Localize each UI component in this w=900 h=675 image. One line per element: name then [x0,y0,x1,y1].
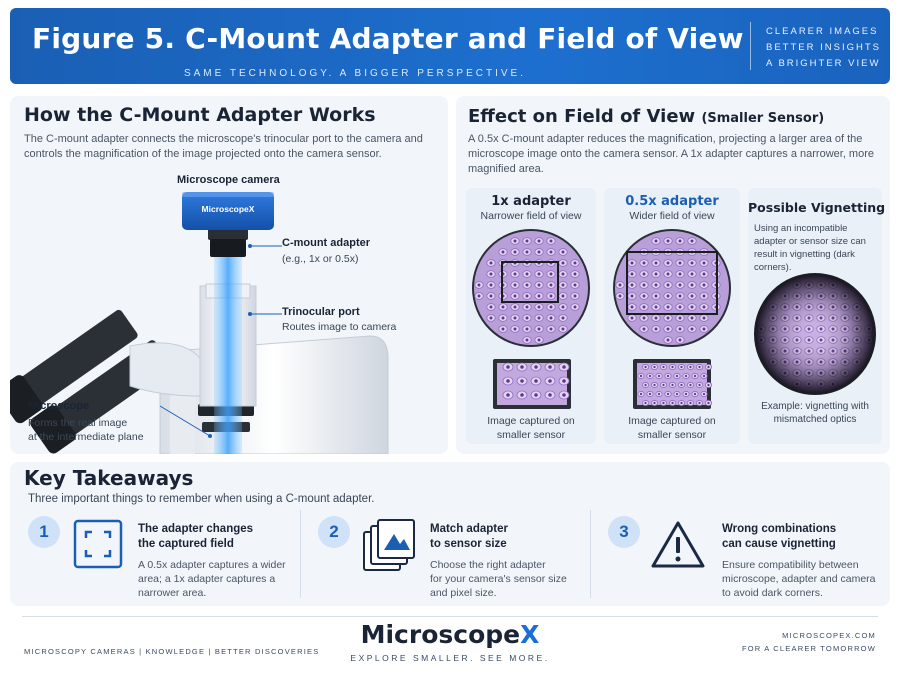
takeaway-1-title-2: the captured field [138,538,234,550]
takeaway-3-number: 3 [608,516,640,548]
adapter-desc: (e.g., 1x or 0.5x) [282,253,359,265]
takeaway-3-title-1: Wrong combinations [722,523,837,535]
sensor-image-05x [633,359,712,409]
page-subtitle: SAME TECHNOLOGY. A BIGGER PERSPECTIVE. [183,68,527,79]
microscope-desc-2: at the intermediate plane [28,431,144,443]
takeaway-2-body-2: for your camera's sensor size [430,573,567,585]
card-05x-adapter: 0.5x adapter Wider field of view Image c… [604,188,740,444]
fov-description: A 0.5x C-mount adapter reduces the magni… [468,133,874,175]
takeaway-3-body-2: microscope, adapter and camera [722,573,876,585]
footer-divider [22,616,878,617]
card-05x-caption-1: Image captured on [628,415,716,427]
header-tag-3: A BRIGHTER VIEW [766,58,881,69]
cells-sensor-1x [502,362,570,400]
sensor-image-1x [493,359,571,409]
footer-logo-main: Microscope [360,620,521,649]
takeaways-intro: Three important things to remember when … [28,493,375,505]
takeaway-1-title-1: The adapter changes [138,523,254,535]
vignetting-caption-1: Example: vignetting with [761,401,869,412]
card-05x-caption-2: smaller sensor [637,429,707,441]
page-title: Figure 5. C-Mount Adapter and Field of V… [32,22,744,55]
port-label: Trinocular port [282,306,360,318]
fov-heading: Effect on Field of View (Smaller Sensor) [468,106,824,127]
how-it-works-heading: How the C-Mount Adapter Works [24,104,376,126]
microscope-illustration [10,192,389,454]
card-05x-subtitle: Wider field of view [629,210,715,222]
takeaway-3-body-3: to avoid dark corners. [722,587,823,599]
footer-tagline: EXPLORE SMALLER. SEE MORE. [350,653,550,663]
takeaway-1-body-1: A 0.5x adapter captures a wider [138,559,286,571]
header-tag-1: CLEARER IMAGES [766,26,879,37]
camera-brand: MicroscopeX [201,204,255,214]
microscope-desc-1: Forms the real image [28,417,128,429]
stacked-images-icon [363,519,415,571]
takeaway-2-number: 2 [318,516,350,548]
takeaway-3-body-1: Ensure compatibility between [722,559,859,571]
key-takeaways-panel: Key Takeaways Three important things to … [10,462,890,606]
takeaway-2-title-2: to sensor size [430,538,507,550]
footer-url[interactable]: MICROSCOPEX.COM [782,631,876,640]
header-divider [750,22,751,70]
vignetting-desc: Using an incompatible adapter or sensor … [754,223,866,273]
card-1x-caption-2: smaller sensor [496,429,566,441]
header-banner: Figure 5. C-Mount Adapter and Field of V… [10,8,890,84]
takeaway-divider-2 [590,510,591,598]
microscope-label: Microscope [28,400,90,412]
card-1x-title: 1x adapter [491,194,571,209]
vignetting-image [754,273,876,395]
takeaway-2-body-3: and pixel size. [430,587,497,599]
footer-categories: MICROSCOPY CAMERAS | KNOWLEDGE | BETTER … [24,647,320,656]
takeaways-heading: Key Takeaways [24,466,194,490]
card-1x-caption-1: Image captured on [487,415,575,427]
fov-heading-small: (Smaller Sensor) [701,111,825,126]
cells-sensor-05x [637,364,712,406]
header-tag-2: BETTER INSIGHTS [766,42,881,53]
camera-label: Microscope camera [177,174,280,186]
footer-logo-x: X [520,620,540,649]
tissue-circle-1x [472,229,590,347]
field-of-view-panel: Effect on Field of View (Smaller Sensor)… [456,96,890,454]
takeaway-1-number: 1 [28,516,60,548]
frame-icon [73,519,123,569]
takeaway-divider-1 [300,510,301,598]
adapter-label: C-mount adapter [282,237,370,249]
tissue-circle-05x [613,229,731,347]
card-05x-title: 0.5x adapter [625,194,719,209]
card-1x-adapter: 1x adapter Narrower field of view Image … [466,188,596,444]
takeaway-1-body-2: area; a 1x adapter captures a [138,573,276,585]
takeaway-2-body-1: Choose the right adapter [430,559,546,571]
footer-logo: MicroscopeX [0,620,900,649]
card-vignetting: Possible Vignetting Using an incompatibl… [748,188,886,444]
how-it-works-panel: How the C-Mount Adapter Works The C-moun… [10,96,448,454]
card-1x-subtitle: Narrower field of view [480,210,582,222]
takeaway-3-title-2: can cause vignetting [722,538,836,550]
footer-right-tag: FOR A CLEARER TOMORROW [741,644,876,653]
vignetting-caption-2: mismatched optics [773,414,857,425]
takeaway-2-title-1: Match adapter [430,523,508,535]
takeaway-1-body-3: narrower area. [138,587,207,599]
port-desc: Routes image to camera [282,321,397,333]
fov-heading-main: Effect on Field of View [468,106,696,127]
vignetting-title: Possible Vignetting [748,200,886,215]
how-it-works-description: The C-mount adapter connects the microsc… [24,133,423,160]
warning-icon [651,521,705,568]
